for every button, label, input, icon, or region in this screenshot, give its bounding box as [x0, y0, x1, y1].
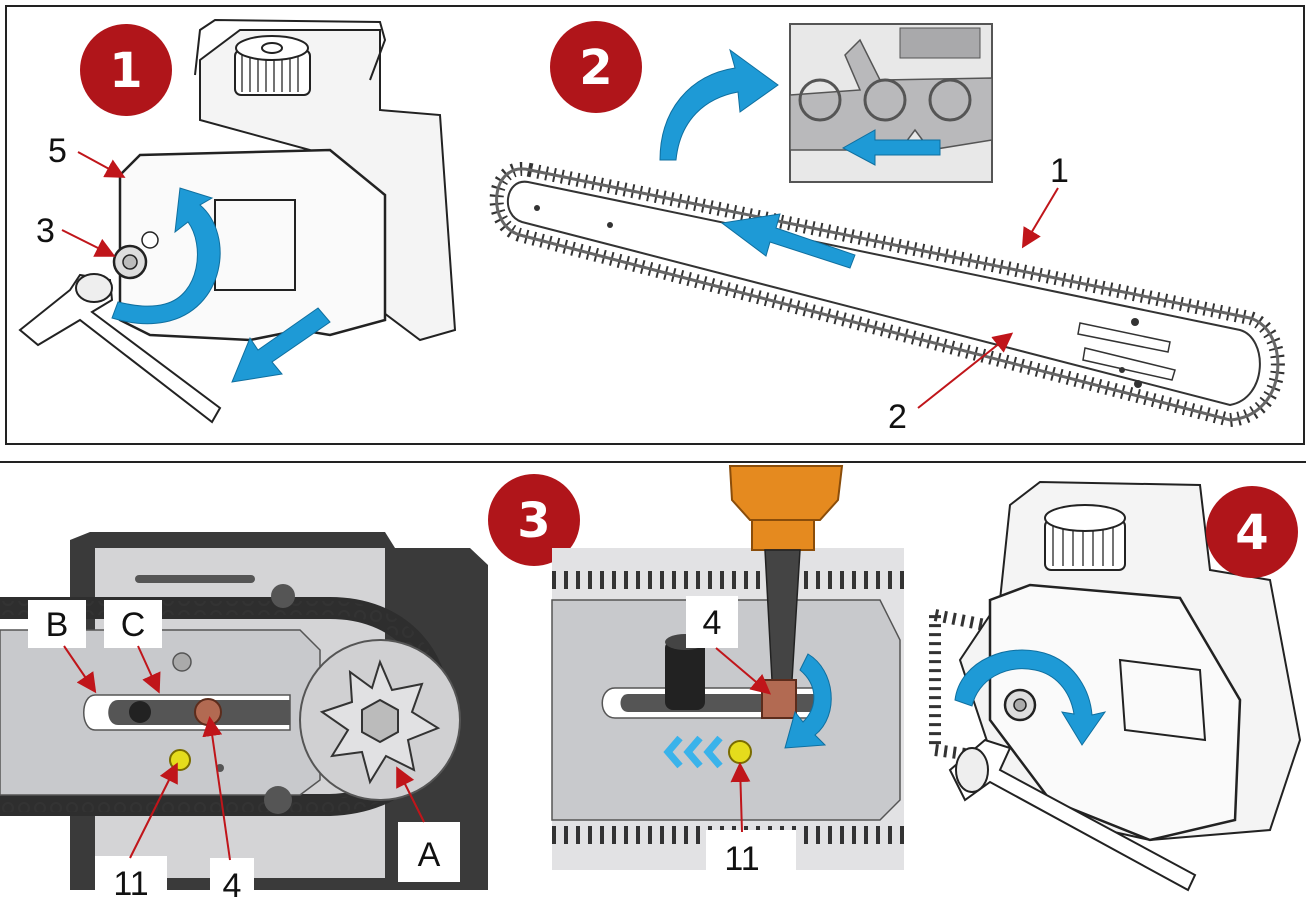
- callout-3: 3: [36, 212, 55, 250]
- panel-3b-drawing: [551, 465, 904, 870]
- curved-arrow-icon: [784, 653, 832, 749]
- curved-arrow-icon: [659, 48, 779, 161]
- curved-arrow-icon: [111, 187, 221, 325]
- callout-B: B: [46, 606, 69, 644]
- straight-arrow-icon: [231, 307, 331, 383]
- svg-text:2: 2: [579, 40, 612, 96]
- panel-2-drawing: [489, 23, 1285, 428]
- svg-text:4: 4: [1235, 505, 1268, 561]
- step-badge-3: 3: [488, 474, 580, 566]
- callout-1: 1: [1050, 152, 1069, 190]
- panel-4-drawing: [929, 480, 1302, 892]
- step-badge-4: 4: [1206, 486, 1298, 578]
- callout-5: 5: [48, 132, 67, 170]
- chevrons-icon: [663, 735, 723, 769]
- callout-2: 2: [888, 398, 907, 436]
- callout-C: C: [121, 606, 146, 644]
- callout-A: A: [418, 836, 441, 874]
- callout-4-b: 4: [703, 604, 722, 642]
- svg-text:1: 1: [109, 43, 142, 99]
- svg-text:3: 3: [517, 493, 550, 549]
- straight-arrow-icon: [720, 213, 856, 269]
- callout-4-a: 4: [223, 867, 242, 905]
- curved-arrow-icon: [954, 649, 1107, 746]
- panel-1-drawing: [18, 18, 457, 424]
- step-badge-2: 2: [550, 21, 642, 113]
- top-panel-frame: [5, 5, 1305, 445]
- callout-11-b: 11: [724, 840, 759, 878]
- panel-3a-drawing: [0, 532, 488, 890]
- straight-arrow-icon: [841, 129, 941, 166]
- callout-11-a: 11: [113, 865, 148, 903]
- step-badge-1: 1: [80, 24, 172, 116]
